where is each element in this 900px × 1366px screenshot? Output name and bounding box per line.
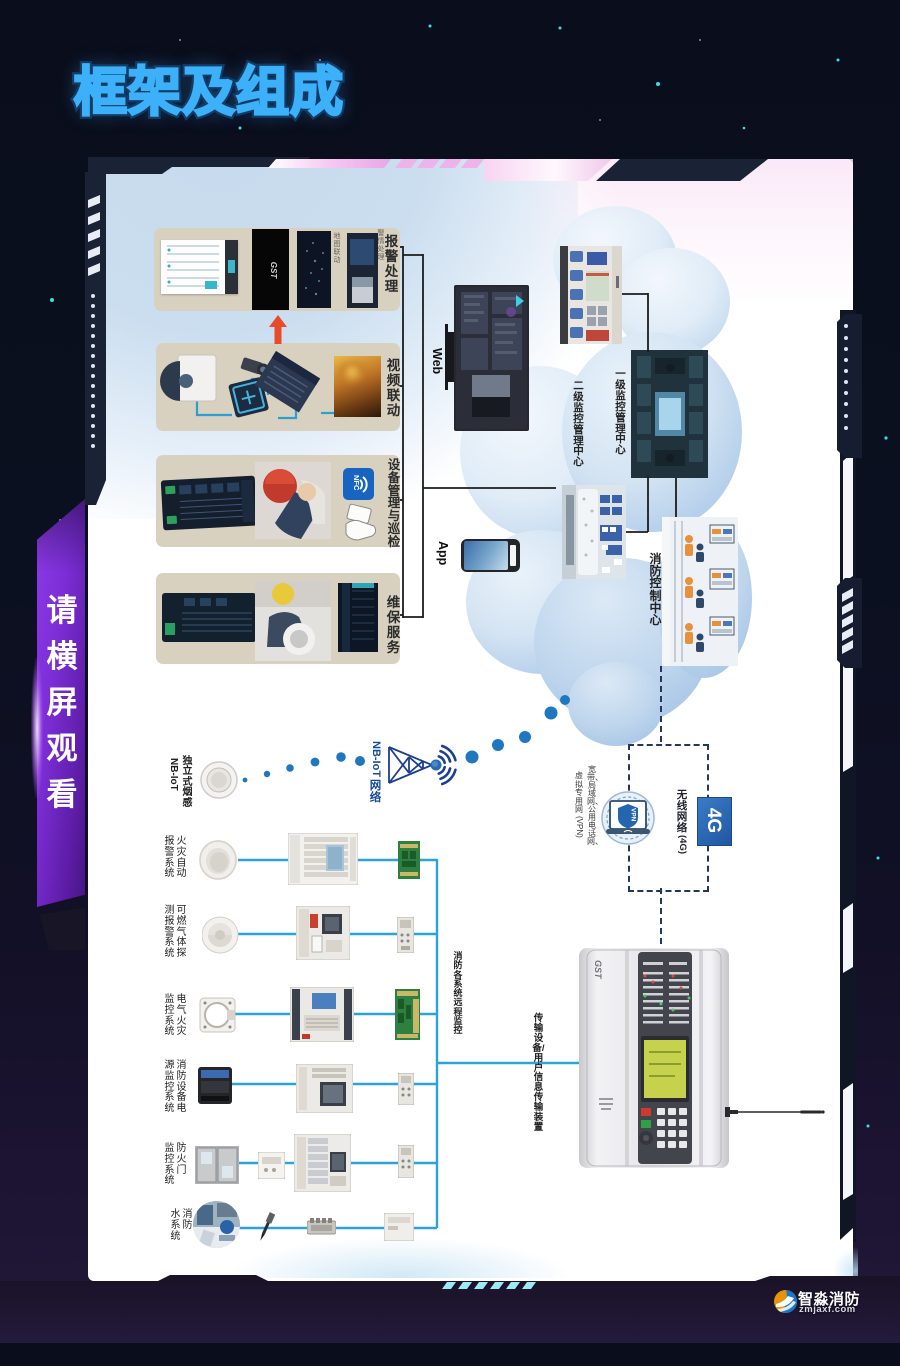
svg-text:VPN: VPN [630,808,637,822]
svg-text:NFC: NFC [352,475,361,491]
svg-text:GST: GST [593,960,603,980]
